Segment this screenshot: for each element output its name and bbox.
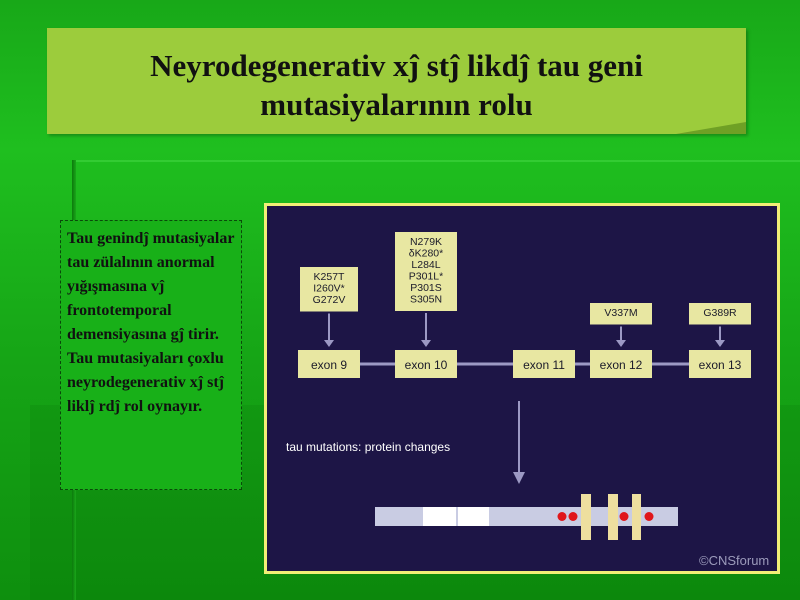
protein-segment: [458, 507, 489, 526]
exon-label: exon 12: [600, 358, 643, 372]
mutation-box: [590, 303, 652, 325]
exon-label: exon 11: [523, 358, 565, 372]
repeat-domain-block: [608, 494, 618, 540]
protein-mutation-dot: [619, 512, 629, 521]
mutation-label: L284L: [411, 259, 440, 271]
slide-title-line-2: mutasiyalarının rolu: [260, 87, 533, 122]
exon-box: [298, 350, 360, 378]
protein-mutation-dot: [568, 512, 578, 521]
tau-gene-diagram: exon 9 exon 10 exon 11 exon 12 exon 13 K257TI…: [286, 232, 769, 568]
mutation-label: N279K: [410, 236, 442, 248]
mutation-box: [300, 267, 358, 312]
mutation-label: I260V*: [313, 283, 345, 295]
mutation-label: G389R: [703, 307, 737, 319]
title-banner: Neyrodegenerativ xĵ stĵ likdĵ tau geni m…: [47, 28, 746, 134]
mutation-arrowhead: [324, 340, 334, 347]
mutation-label: S305N: [410, 294, 442, 306]
mutation-label: K257T: [314, 271, 346, 283]
body-text: Tau genindĵ mutasiyalar tau zülalının an…: [67, 230, 235, 415]
slide-title: Neyrodegenerativ xĵ stĵ likdĵ tau geni m…: [47, 46, 746, 124]
mutation-box: [689, 303, 751, 325]
horizontal-accent-line: [72, 160, 800, 162]
exon-label: exon 9: [311, 358, 347, 372]
copyright-label: ©CNSforum: [699, 553, 769, 568]
exon-label: exon 10: [405, 358, 448, 372]
gene-to-protein-arrowhead: [513, 472, 525, 484]
exon-label: exon 13: [699, 358, 742, 372]
mutation-label: P301S: [410, 282, 442, 294]
mutation-arrowhead: [616, 340, 626, 347]
protein-mutation-dot: [557, 512, 567, 521]
mutation-label: δK280*: [409, 248, 443, 260]
protein-mutation-dot: [644, 512, 654, 521]
exon-box: [590, 350, 652, 378]
slide-title-line-1: Neyrodegenerativ xĵ stĵ likdĵ tau geni: [150, 48, 643, 83]
protein-segment: [423, 507, 456, 526]
exon-box: [689, 350, 751, 378]
exon-box: [513, 350, 575, 378]
repeat-domain-block: [632, 494, 641, 540]
mutation-label: P301L*: [409, 271, 443, 283]
exon-box: [395, 350, 457, 378]
mutation-label: G272V: [313, 294, 346, 306]
mutation-label: V337M: [604, 307, 637, 319]
protein-changes-label: tau mutations: protein changes: [286, 440, 450, 454]
body-text-box: Tau genindĵ mutasiyalar tau zülalının an…: [60, 220, 242, 490]
mutation-arrowhead: [715, 340, 725, 347]
banner-fold: [676, 122, 746, 134]
repeat-domain-block: [581, 494, 591, 540]
mutation-arrowhead: [421, 340, 431, 347]
mutation-box: [395, 232, 457, 311]
